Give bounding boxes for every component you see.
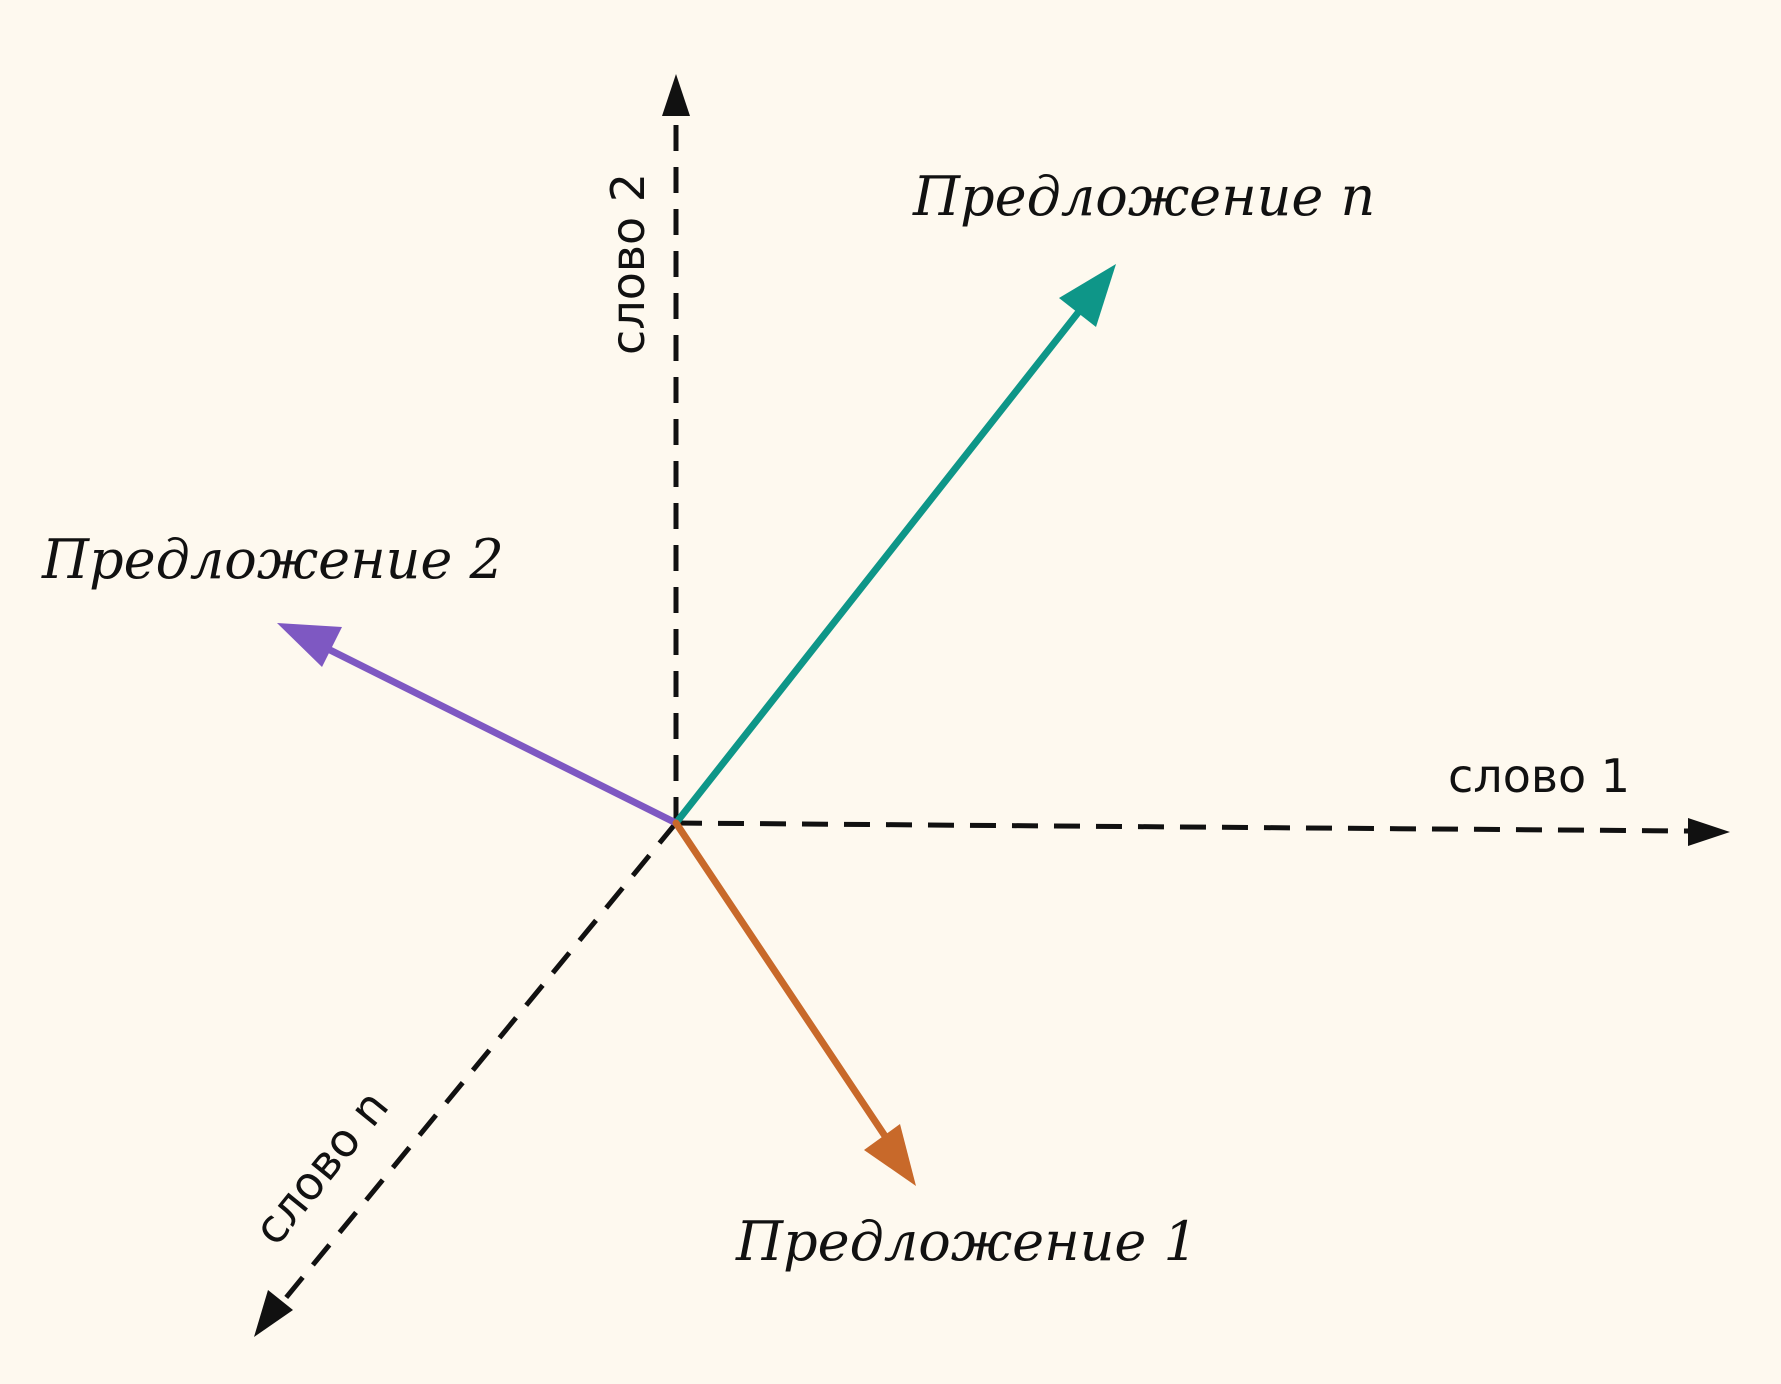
vector-sentence-n-arrowhead-icon [1059,264,1116,327]
label-sentence-2: Предложение 2 [41,528,504,591]
label-sentence-n: Предложение n [912,165,1375,228]
axis-label-word-1: слово 1 [1448,749,1630,803]
vector-sentence-1 [672,819,916,1186]
axis-word-1-arrowhead-icon [1688,818,1730,846]
label-sentence-1: Предложение 1 [735,1210,1198,1273]
vector-sentence-1-arrowhead-icon [864,1124,916,1186]
axis-label-word-2: слово 2 [601,173,655,355]
axis-word-2-arrowhead-icon [662,74,690,116]
vector-sentence-2 [277,623,680,827]
axis-word-2 [662,74,690,823]
vector-sentence-n [672,264,1116,827]
axis-label-word-n: слово n [243,1080,399,1255]
axis-word-1 [675,818,1730,846]
vector-sentence-2-arrowhead-icon [277,623,342,667]
axis-word-n-arrowhead-icon [254,1290,293,1337]
axis-word-n [254,821,678,1337]
